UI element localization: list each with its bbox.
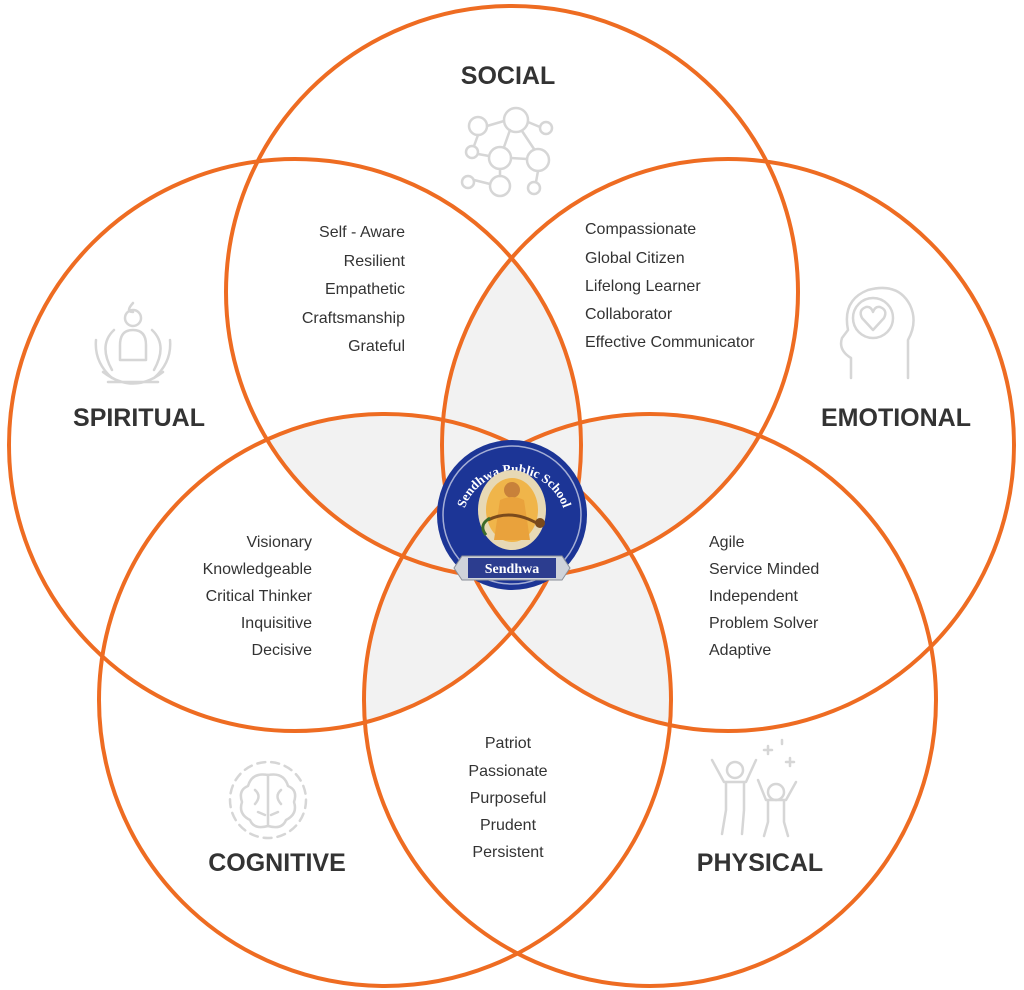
trait-item: Inquisitive [241, 615, 312, 632]
trait-item: Resilient [344, 253, 406, 270]
traits-cognitive-physical: Patriot Passionate Purposeful Prudent Pe… [468, 735, 547, 861]
emotional-label: EMOTIONAL [821, 404, 971, 432]
trait-item: Craftsmanship [302, 310, 405, 327]
trait-item: Agile [709, 534, 745, 551]
jumping-people-icon [710, 738, 798, 838]
trait-item: Knowledgeable [203, 561, 313, 578]
trait-item: Service Minded [709, 561, 819, 578]
trait-item: Passionate [468, 763, 547, 780]
trait-item: Prudent [480, 817, 537, 834]
trait-item: Compassionate [585, 221, 696, 238]
head-heart-icon [839, 286, 915, 380]
cognitive-circle [97, 412, 673, 988]
trait-item: Persistent [472, 844, 544, 861]
physical-label: PHYSICAL [697, 849, 823, 877]
trait-item: Collaborator [585, 306, 673, 323]
cognitive-label: COGNITIVE [208, 849, 346, 877]
spiritual-label: SPIRITUAL [73, 404, 205, 432]
trait-item: Global Citizen [585, 250, 685, 267]
trait-item: Critical Thinker [206, 588, 313, 605]
brain-gear-icon [228, 760, 308, 840]
trait-item: Independent [709, 588, 799, 605]
network-people-icon [460, 106, 554, 198]
trait-item: Empathetic [325, 281, 405, 298]
traits-emotional-physical: Agile Service Minded Independent Problem… [709, 534, 819, 659]
trait-item: Grateful [348, 338, 405, 355]
social-label: SOCIAL [461, 62, 555, 90]
traits-social-emotional: Compassionate Global Citizen Lifelong Le… [585, 221, 755, 351]
traits-spiritual-cognitive: Visionary Knowledgeable Critical Thinker… [203, 534, 313, 659]
trait-item: Visionary [246, 534, 312, 551]
trait-item: Self - Aware [319, 224, 405, 241]
trait-item: Problem Solver [709, 615, 819, 632]
trait-item: Lifelong Learner [585, 278, 701, 295]
spiritual-circle [7, 157, 583, 733]
physical-circle [362, 412, 938, 988]
trait-item: Decisive [252, 642, 313, 659]
trait-item: Purposeful [470, 790, 547, 807]
school-logo: Sendhwa Public School Sendhwa [437, 440, 587, 590]
traits-social-spiritual: Self - Aware Resilient Empathetic Crafts… [302, 224, 406, 355]
saraswati-emblem-icon [478, 470, 546, 550]
trait-item: Adaptive [709, 642, 771, 659]
lotus-meditation-icon [94, 301, 172, 385]
trait-item: Patriot [485, 735, 532, 752]
logo-banner-text: Sendhwa [485, 562, 539, 577]
emotional-circle [440, 157, 1016, 733]
trait-item: Effective Communicator [585, 334, 755, 351]
